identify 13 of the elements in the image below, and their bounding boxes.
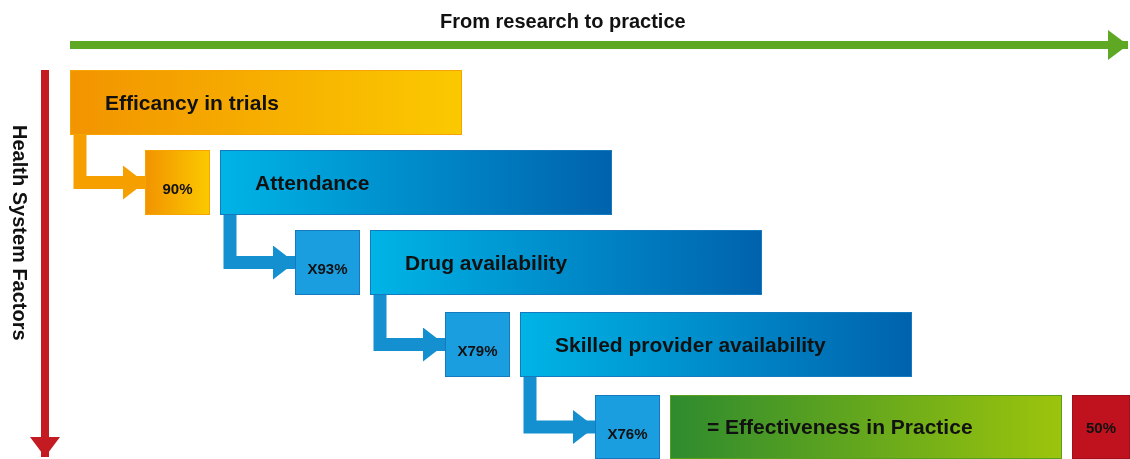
- axis-label: From research to practice: [440, 10, 686, 33]
- percentage-box: 90%: [145, 150, 210, 215]
- result-bar: = Effectiveness in Practice: [670, 395, 1062, 459]
- stage-bar: Drug availability: [370, 230, 762, 295]
- stage-bar: Attendance: [220, 150, 612, 215]
- percentage-box: X93%: [295, 230, 360, 295]
- stage-bar: Efficancy in trials: [70, 70, 462, 135]
- percentage-box: X79%: [445, 312, 510, 377]
- percentage-box: X76%: [595, 395, 660, 459]
- bent-arrow: [73, 135, 145, 200]
- axis-label: Health System Factors: [8, 125, 31, 341]
- stage-bar: Skilled provider availability: [520, 312, 912, 377]
- result-box: 50%: [1072, 395, 1130, 459]
